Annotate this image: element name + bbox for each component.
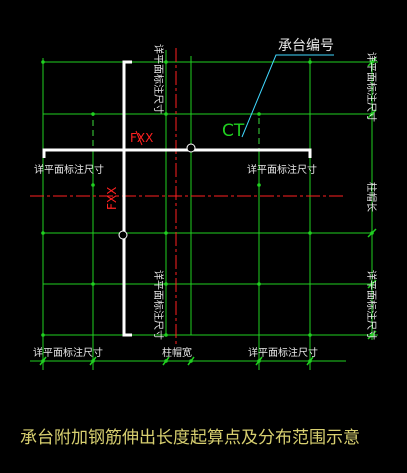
horizontal-dimension-lines xyxy=(30,61,378,362)
dim-note-bottom-vertical: 详平面标注尺寸 xyxy=(152,270,165,340)
junction-dots xyxy=(41,60,374,363)
dim-note-left-horizontal: 详平面标注尺寸 xyxy=(34,163,104,176)
pile-cap-number-label: 承台编号 xyxy=(278,38,334,54)
column-cap-width-label: 柱帽宽 xyxy=(162,346,192,359)
dim-note-top-left-vertical: 详平面标注尺寸 xyxy=(152,44,165,114)
dim-note-bottom-right: 详平面标注尺寸 xyxy=(248,346,318,359)
red-centerlines xyxy=(30,48,346,345)
dim-note-right-horizontal: 详平面标注尺寸 xyxy=(247,163,317,176)
red-mark-vertical: FXX xyxy=(105,187,119,210)
column-cap-length-label: 柱帽长 xyxy=(365,182,378,212)
red-mark-horizontal: FXX xyxy=(130,131,153,145)
cap-code: CT xyxy=(222,121,245,141)
vertical-dimension-lines xyxy=(42,50,373,370)
dim-note-right-top-vertical: 详平面标注尺寸 xyxy=(365,52,378,122)
bar-cross-marker-top xyxy=(186,143,196,153)
dim-note-right-bottom-vertical: 详平面标注尺寸 xyxy=(365,270,378,340)
red-mark-arrow xyxy=(135,130,143,146)
diagram-caption: 承台附加钢筋伸出长度起算点及分布范围示意 xyxy=(20,428,360,448)
pile-cap-number-leader xyxy=(241,54,334,138)
bar-cross-marker-left xyxy=(118,230,128,240)
dim-note-bottom-left: 详平面标注尺寸 xyxy=(33,346,103,359)
white-rebar xyxy=(42,60,312,337)
